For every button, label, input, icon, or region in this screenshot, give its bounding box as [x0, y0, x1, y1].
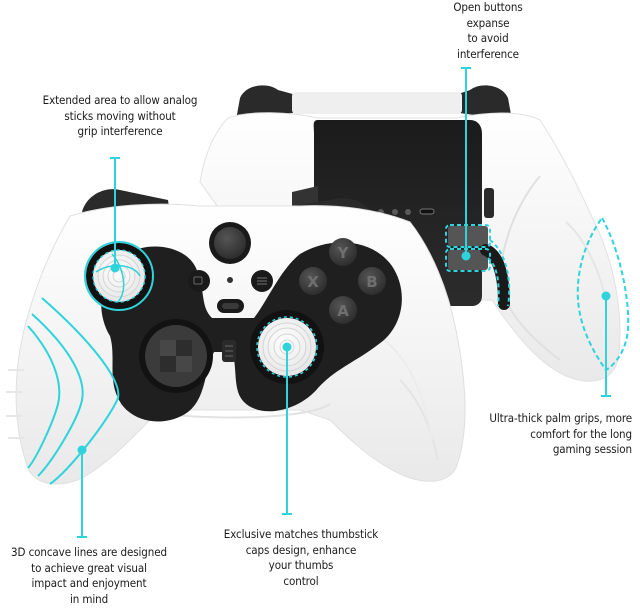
callouts — [77, 67, 630, 538]
concave-lines — [27, 297, 120, 485]
annotation-line: 3D concave lines are designed — [11, 545, 167, 559]
annotation-line: caps design, enhance — [245, 542, 357, 557]
button-y-label: Y — [337, 244, 350, 262]
front-controller — [6, 189, 466, 485]
annotation-extended-area: Extended area to allow analog sticks mov… — [20, 93, 220, 140]
annotation-line: in mind — [69, 591, 109, 606]
button-a-label: A — [337, 302, 349, 320]
button-x-label: X — [307, 273, 319, 291]
annotation-line: impact and enjoyment — [31, 576, 147, 590]
annotation-palm-grips: Ultra-thick palm grips, more comfort for… — [470, 411, 632, 458]
button-b-label: B — [366, 273, 377, 291]
annotation-line: interference — [457, 46, 519, 61]
annotation-line: Open buttons — [453, 0, 523, 14]
annotation-line: control — [283, 573, 319, 588]
annotation-line: to achieve great visual — [31, 560, 147, 575]
face-buttons — [299, 238, 386, 324]
annotation-line: gaming session — [552, 442, 632, 456]
annotation-line: your thumbs — [268, 558, 334, 572]
annotation-line: grip interference — [77, 124, 163, 138]
annotation-line: Exclusive matches thumbstick — [223, 527, 379, 541]
annotation-line: to avoid — [467, 31, 509, 45]
annotation-line: comfort for the long — [530, 426, 632, 441]
annotation-thumbstick: Exclusive matches thumbstick caps design… — [208, 527, 394, 589]
annotation-concave-lines: 3D concave lines are designed to achieve… — [0, 545, 178, 607]
annotation-line: Ultra-thick palm grips, more — [489, 411, 632, 425]
annotation-line: expanse — [466, 15, 510, 30]
callout-dots — [77, 251, 611, 455]
annotation-line: sticks moving without — [64, 108, 176, 123]
annotation-open-buttons: Open buttons expanse to avoid interferen… — [418, 0, 558, 62]
annotation-line: Extended area to allow analog — [42, 93, 198, 107]
